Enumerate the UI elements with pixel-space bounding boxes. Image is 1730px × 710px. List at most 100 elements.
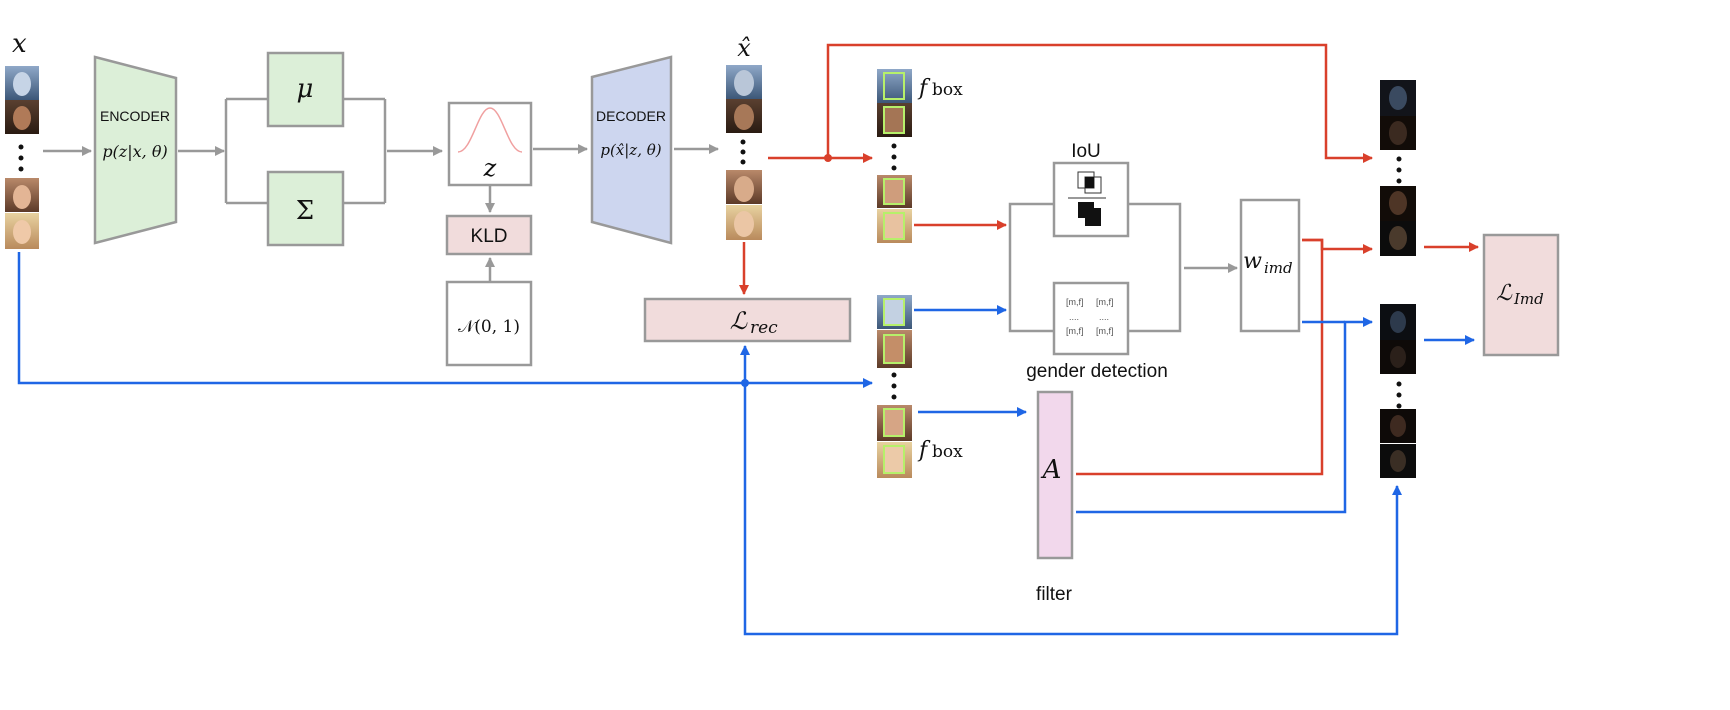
latent-symbol: z bbox=[483, 154, 497, 182]
fbox-bottom-subscript: box bbox=[932, 442, 963, 462]
ellipsis-dot bbox=[740, 159, 746, 165]
filter-caption: filter bbox=[1036, 584, 1073, 605]
fbox-top-symbol: f bbox=[917, 76, 931, 101]
bounding-box-icon bbox=[883, 72, 905, 100]
output-face-stack bbox=[726, 65, 762, 240]
prior-label: 𝒩(0, 1) bbox=[458, 317, 520, 337]
ellipsis-dot bbox=[1396, 392, 1402, 398]
mu-symbol: μ bbox=[297, 74, 314, 104]
face-thumbnail bbox=[13, 72, 31, 96]
gender-grid-cell: [m,f] bbox=[1066, 326, 1084, 336]
fbox-bottom-symbol: f bbox=[917, 438, 931, 463]
imd-loss-symbol: ℒ bbox=[1496, 281, 1513, 306]
face-thumbnail bbox=[1389, 191, 1407, 215]
fbox-top-stack bbox=[877, 69, 912, 243]
input-symbol: x bbox=[12, 29, 27, 59]
gender-grid-cell: .... bbox=[1099, 312, 1109, 322]
ellipsis-dot bbox=[891, 143, 897, 149]
kld-block bbox=[445, 214, 533, 256]
imd-loss-block bbox=[1482, 233, 1560, 357]
blue-path-input-to-fbox bbox=[17, 252, 873, 388]
ellipsis-dot bbox=[18, 155, 24, 161]
encoder-block bbox=[93, 55, 178, 245]
face-thumbnail bbox=[1389, 121, 1407, 145]
filter-block bbox=[1036, 390, 1074, 560]
blue-filter-to-masked bbox=[1076, 317, 1373, 514]
kld-label: KLD bbox=[471, 226, 508, 247]
detector-bracket-right bbox=[1128, 202, 1182, 333]
face-thumbnail bbox=[1389, 226, 1407, 250]
wimd-block bbox=[1239, 198, 1301, 333]
ellipsis-dot bbox=[891, 165, 897, 171]
face-thumbnail bbox=[13, 106, 31, 130]
iou-overlap-icon bbox=[1068, 171, 1106, 226]
iou-label: IoU bbox=[1071, 141, 1101, 162]
red-wimd-to-masked bbox=[1302, 238, 1373, 254]
gender-grid-cell: .... bbox=[1069, 312, 1079, 322]
rec-loss-block bbox=[643, 297, 852, 343]
ellipsis-dot bbox=[891, 154, 897, 160]
fbox-top-subscript: box bbox=[932, 80, 963, 100]
ellipsis-dot bbox=[740, 149, 746, 155]
bounding-box-icon bbox=[883, 408, 905, 437]
decoder-formula: p(x̂|z, θ) bbox=[600, 141, 661, 159]
red-skip-connection bbox=[826, 43, 1373, 163]
bounding-box-icon bbox=[883, 106, 905, 134]
detector-bracket-left bbox=[1008, 202, 1054, 333]
gaussian-curve-icon bbox=[457, 107, 523, 153]
gender-grid: [m,f] [m,f] .... .... [m,f] [m,f] bbox=[1066, 297, 1114, 336]
face-thumbnail bbox=[1390, 311, 1406, 333]
face-thumbnail bbox=[734, 70, 754, 96]
input-face-stack bbox=[5, 66, 39, 249]
ellipsis-dot bbox=[1396, 167, 1402, 173]
ellipsis-dot bbox=[1396, 403, 1402, 409]
sigma-symbol: Σ bbox=[296, 196, 314, 226]
face-thumbnail bbox=[1390, 415, 1406, 437]
ellipsis-dot bbox=[18, 166, 24, 172]
face-thumbnail bbox=[13, 220, 31, 244]
prior-block bbox=[445, 280, 533, 367]
wimd-symbol: w bbox=[1243, 249, 1262, 274]
bounding-box-icon bbox=[883, 178, 905, 205]
encoder-formula: p(z|x, θ) bbox=[102, 142, 167, 161]
ellipsis-dot bbox=[1396, 178, 1402, 184]
gender-detection-label: gender detection bbox=[1026, 361, 1168, 382]
filter-symbol: A bbox=[1041, 455, 1062, 485]
bounding-box-icon bbox=[883, 298, 905, 326]
bounding-box-icon bbox=[883, 212, 905, 240]
output-symbol: x̂ bbox=[737, 34, 751, 62]
wimd-subscript: imd bbox=[1264, 259, 1293, 277]
mu-block bbox=[266, 51, 345, 128]
gender-grid-cell: [m,f] bbox=[1096, 297, 1114, 307]
rec-loss-symbol: ℒ bbox=[730, 307, 748, 335]
masked-blue-stack bbox=[1380, 304, 1416, 478]
decoder-block bbox=[590, 55, 673, 245]
bounding-box-icon bbox=[883, 445, 905, 474]
ellipsis-dot bbox=[18, 144, 24, 150]
masked-red-stack bbox=[1380, 80, 1416, 256]
rec-loss-subscript: rec bbox=[750, 318, 778, 338]
gender-grid-cell: [m,f] bbox=[1096, 326, 1114, 336]
fbox-bottom-stack bbox=[877, 295, 912, 478]
face-thumbnail bbox=[877, 69, 912, 103]
face-thumbnail bbox=[734, 176, 754, 202]
decoder-label: DECODER bbox=[596, 108, 666, 124]
imd-loss-subscript: Imd bbox=[1513, 290, 1544, 308]
face-thumbnail bbox=[1389, 86, 1407, 110]
face-thumbnail bbox=[1390, 450, 1406, 472]
blue-skip-connection bbox=[743, 383, 1402, 636]
ellipsis-dot bbox=[740, 139, 746, 145]
face-thumbnail bbox=[734, 211, 754, 237]
ellipsis-dot bbox=[891, 394, 897, 400]
latent-z-block bbox=[447, 101, 533, 187]
face-thumbnail bbox=[13, 185, 31, 209]
ellipsis-dot bbox=[891, 383, 897, 389]
encoder-label: ENCODER bbox=[100, 108, 170, 124]
gender-grid-cell: [m,f] bbox=[1066, 297, 1084, 307]
face-thumbnail bbox=[1390, 346, 1406, 368]
ellipsis-dot bbox=[1396, 156, 1402, 162]
bounding-box-icon bbox=[883, 334, 905, 364]
face-thumbnail bbox=[734, 104, 754, 130]
ellipsis-dot bbox=[891, 372, 897, 378]
